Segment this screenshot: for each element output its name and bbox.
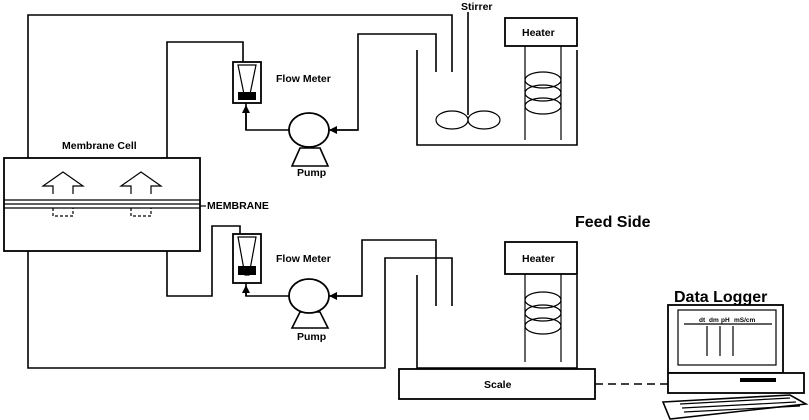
monitor-column-ms-cm: mS/cm [734, 317, 756, 324]
flow-meter-bottom [232, 233, 262, 284]
flow-meter-top [232, 61, 262, 104]
cell-to-flowmeter-line [166, 41, 244, 158]
stirrer-blade-right [467, 110, 501, 130]
bottom-tank-body [416, 275, 578, 369]
pump-to-flowmeter-line [245, 103, 290, 131]
top-tank [416, 12, 578, 146]
pump-top [288, 112, 330, 167]
top-heater-box [504, 17, 578, 47]
pump-bottom [288, 278, 330, 329]
flow-meter-label-bottom: Flow Meter [276, 253, 331, 265]
scale-label: Scale [484, 379, 512, 391]
top-heater-coil [524, 71, 562, 115]
top-tank-body [416, 50, 578, 146]
bottom-tank [416, 241, 578, 369]
monitor-frame [667, 304, 784, 374]
vapor-flux-arrow-left [41, 171, 85, 217]
bottom-heater-box [504, 241, 578, 275]
heater-label-top: Heater [522, 27, 555, 39]
membrane-label: MEMBRANE [207, 200, 269, 212]
tank-to-pump-line [328, 33, 437, 131]
pump-label-top: Pump [297, 167, 326, 179]
membrane-cell [3, 157, 206, 252]
bottom-heater-coil [524, 291, 562, 335]
stirrer-label: Stirrer [461, 1, 493, 13]
monitor-column-dm: dm [709, 317, 719, 324]
pump-to-flowmeter-line-bottom [245, 283, 290, 297]
vapor-flux-arrow-right [119, 171, 163, 217]
monitor-screen [677, 309, 777, 366]
data-logger-computer [661, 304, 809, 420]
feed-side-label: Feed Side [575, 214, 651, 231]
heater-label-bottom: Heater [522, 253, 555, 265]
cell-to-flowmeter-line-bottom [166, 225, 241, 297]
keyboard [661, 394, 809, 420]
monitor-column-dt: dt [699, 317, 706, 324]
monitor-column-ph: pH [721, 317, 730, 324]
membrane-cell-label: Membrane Cell [62, 140, 137, 152]
data-logger-label: Data Logger [674, 289, 767, 306]
pump-label-bottom: Pump [297, 331, 326, 343]
stirrer-blade-left [435, 110, 469, 130]
flow-meter-label-top: Flow Meter [276, 73, 331, 85]
computer-base [667, 372, 805, 394]
